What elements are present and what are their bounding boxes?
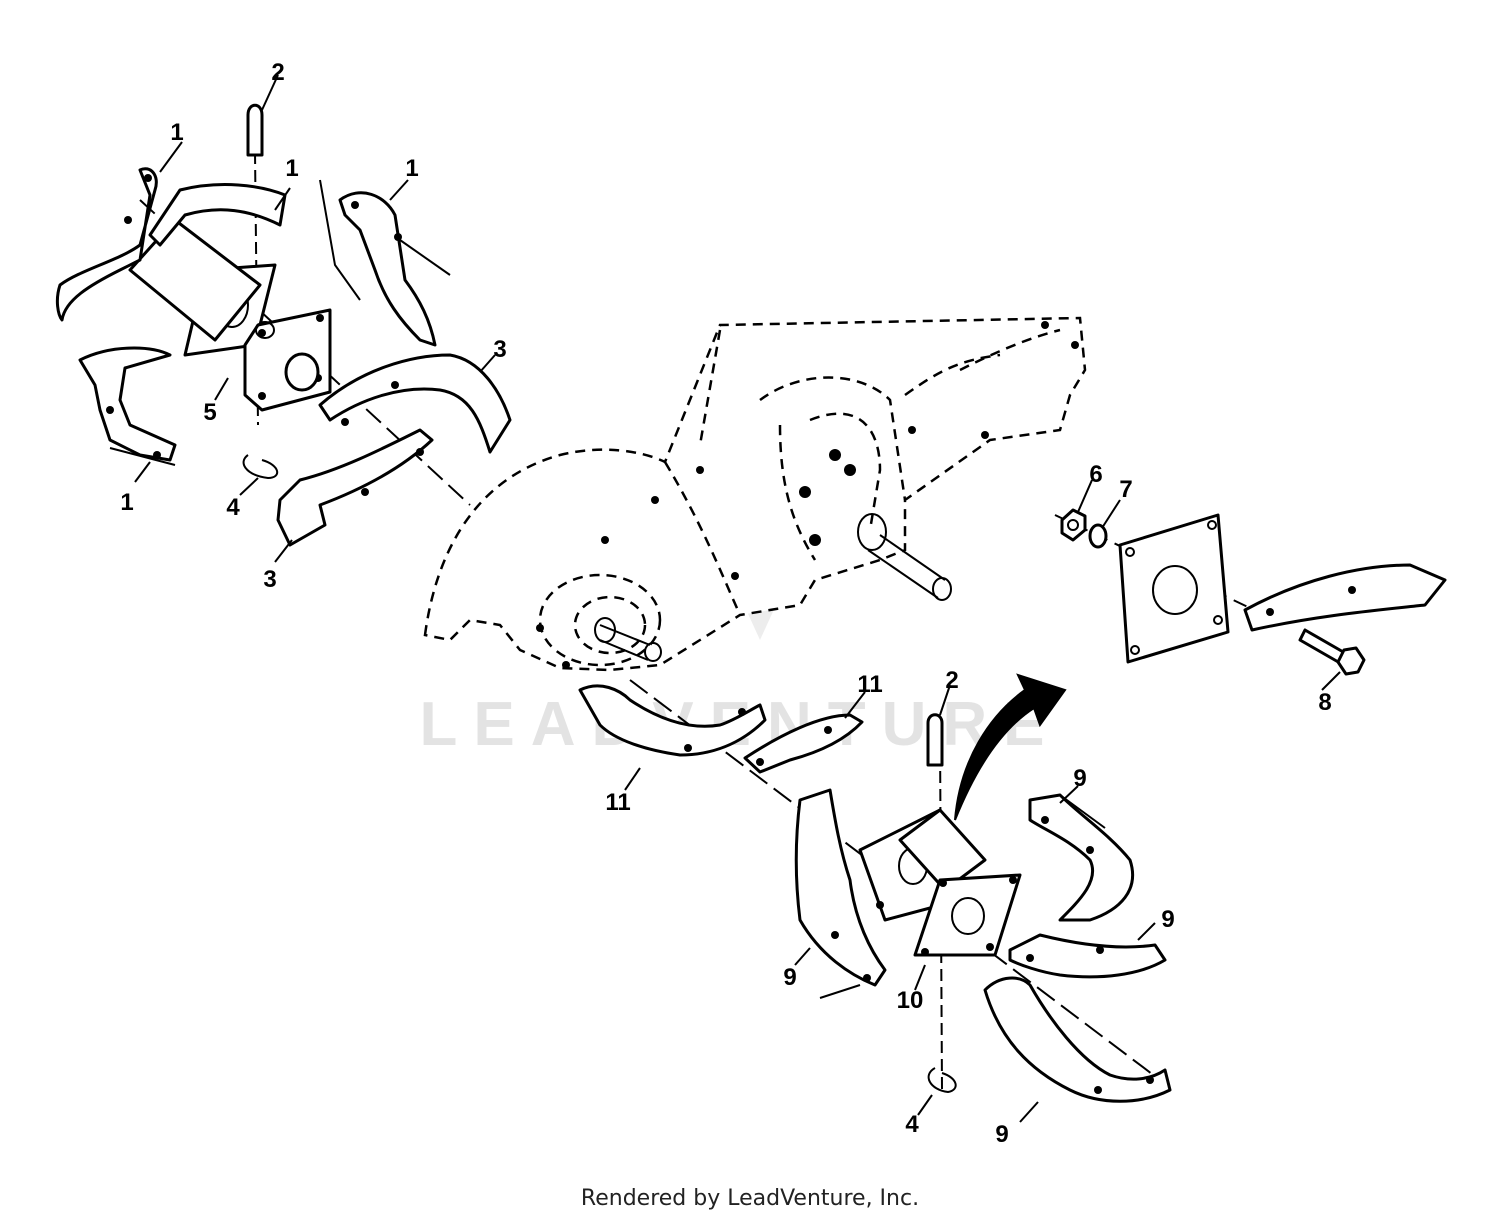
callout-10: 10	[897, 987, 924, 1014]
callout-5: 5	[203, 399, 216, 426]
right-output-shaft	[857, 513, 952, 601]
callout-2: 2	[945, 667, 958, 694]
callout-11: 11	[857, 671, 882, 698]
left-output-shaft	[594, 617, 662, 662]
callout-4: 4	[226, 494, 240, 521]
callout-3: 3	[493, 336, 506, 363]
callout-2: 2	[271, 59, 284, 86]
callout-6: 6	[1089, 461, 1102, 488]
tiller-tine-parts-diagram: LEADVENTURE	[55, 59, 1447, 1148]
callout-9: 9	[1073, 765, 1086, 792]
callout-9: 9	[1161, 906, 1174, 933]
callout-1: 1	[405, 155, 418, 182]
callout-4: 4	[905, 1111, 919, 1138]
callout-11: 11	[605, 789, 630, 816]
rotation-arrow	[954, 673, 1067, 821]
callout-7: 7	[1119, 476, 1132, 503]
left-tine-assembly	[55, 103, 512, 547]
callout-9: 9	[783, 964, 796, 991]
right-hardware-parts	[1054, 508, 1447, 676]
right-tine-assembly	[578, 673, 1172, 1103]
callout-labels: 1 1 1 1 2 2 3 3 4 4 5 6 7 8 9 9 9 9 10 1…	[120, 59, 1331, 1148]
callout-9: 9	[995, 1121, 1008, 1148]
callout-1: 1	[170, 119, 183, 146]
callout-8: 8	[1318, 689, 1331, 716]
transmission-housing	[423, 316, 1087, 672]
callout-3: 3	[263, 566, 276, 593]
footer-credit: Rendered by LeadVenture, Inc.	[580, 1186, 920, 1211]
callout-1: 1	[285, 155, 298, 182]
leader-lines	[134, 74, 1341, 1123]
callout-1: 1	[120, 489, 133, 516]
